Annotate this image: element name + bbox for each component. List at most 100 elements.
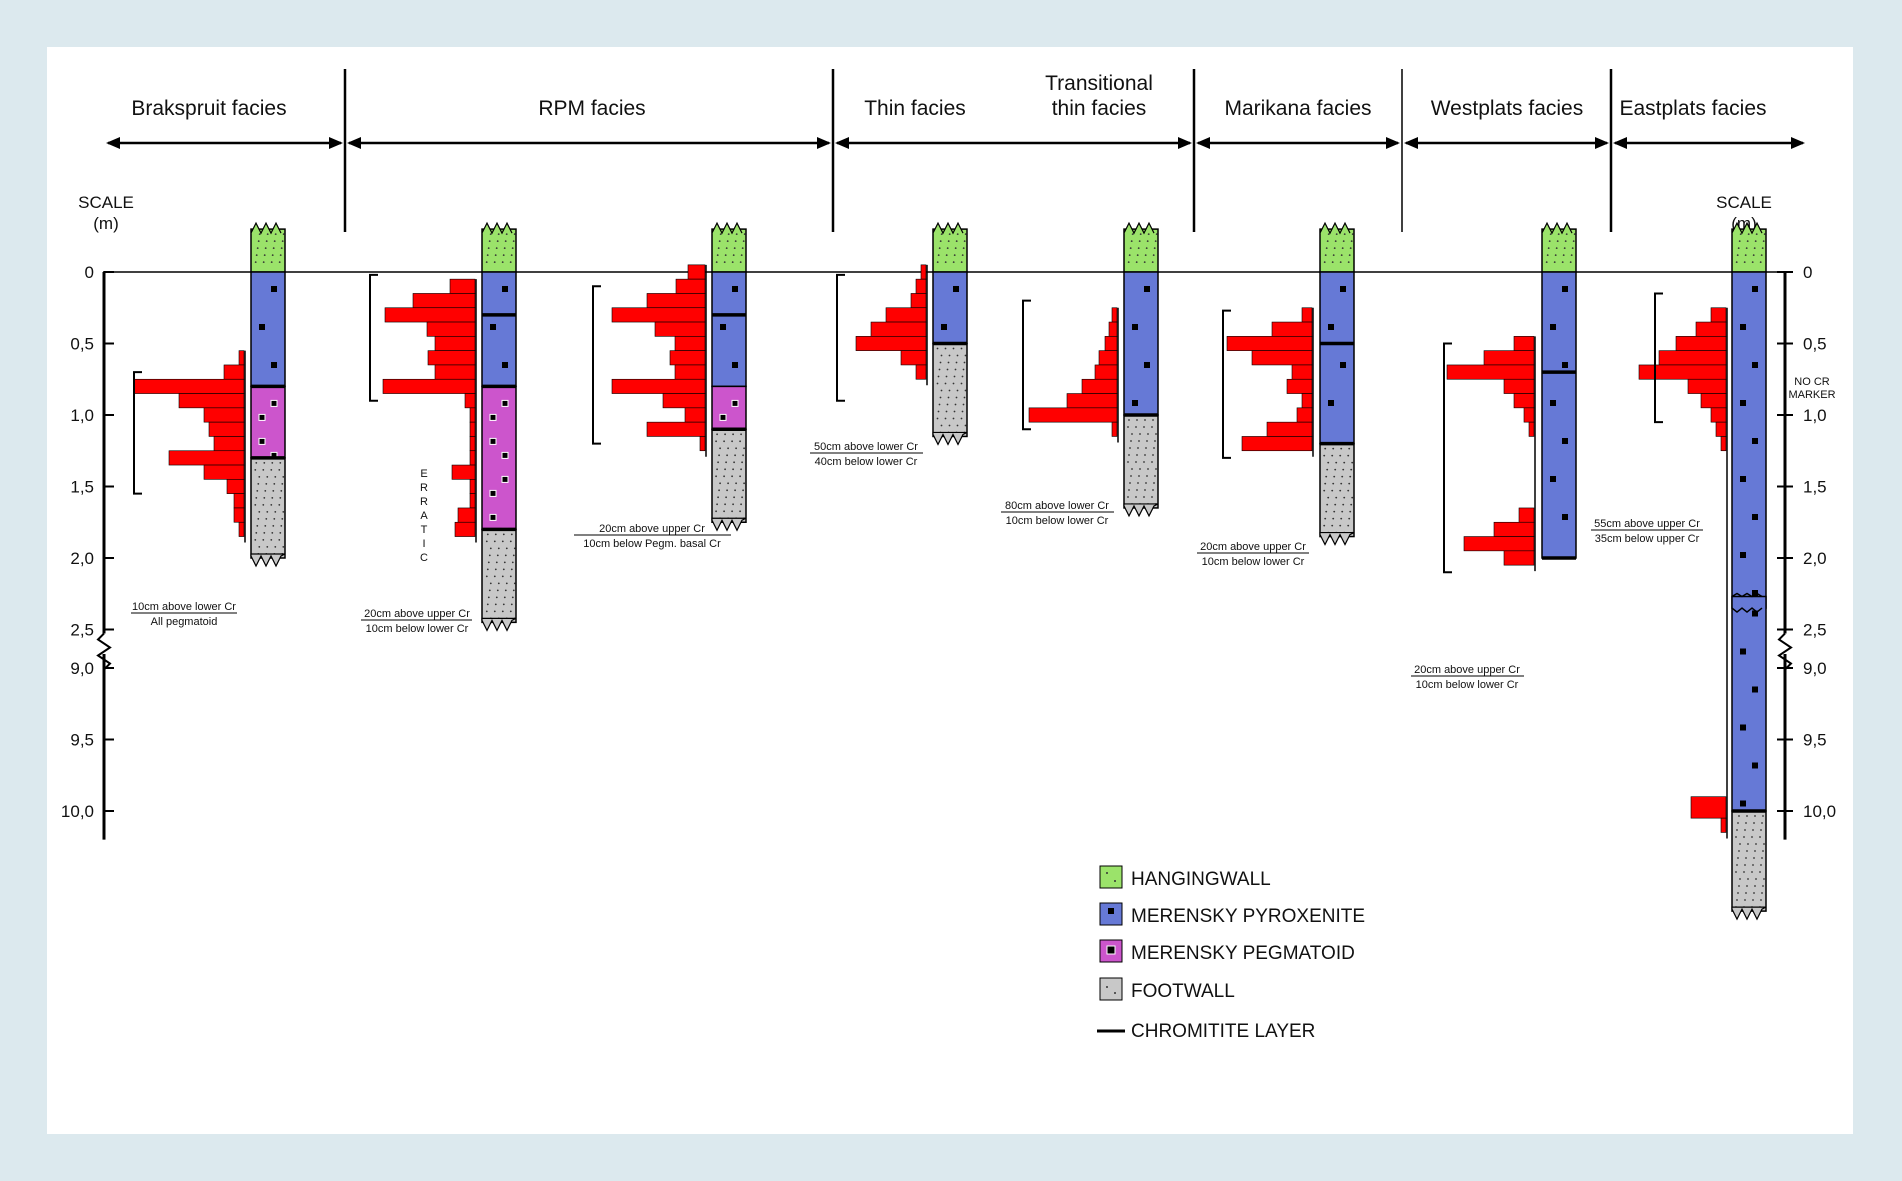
speckle — [1151, 261, 1154, 263]
speckle — [952, 261, 955, 263]
speckle — [505, 547, 508, 550]
grain — [732, 286, 738, 292]
histogram-bar — [223, 364, 245, 380]
speckle — [1155, 433, 1157, 435]
speckle — [1761, 822, 1763, 824]
speckle — [503, 561, 506, 564]
speckle — [725, 247, 728, 250]
speckle — [1348, 447, 1351, 450]
speckle — [495, 561, 498, 564]
speckle — [1348, 254, 1351, 256]
legend-grain — [1106, 945, 1116, 955]
speckle — [1144, 254, 1147, 256]
speckle — [501, 610, 504, 613]
column-pyroxenite — [1541, 271, 1577, 559]
speckle — [1334, 503, 1337, 506]
speckle — [955, 240, 958, 243]
speckle — [1151, 426, 1153, 428]
speckle — [513, 233, 516, 236]
speckle — [1155, 233, 1158, 236]
speckle — [955, 361, 958, 364]
grain — [258, 413, 266, 421]
column-top-jagged — [1731, 221, 1763, 235]
speckle — [278, 504, 281, 506]
speckle — [1349, 247, 1352, 250]
grain — [731, 399, 739, 407]
speckle — [1139, 233, 1142, 236]
speckle — [956, 389, 959, 392]
speckle — [1759, 261, 1762, 263]
grain — [1328, 324, 1334, 330]
speckle — [1340, 447, 1343, 450]
speckle — [1743, 261, 1746, 263]
speckle — [939, 396, 942, 399]
speckle — [719, 482, 721, 485]
speckle — [1760, 899, 1762, 901]
speckle — [938, 368, 941, 371]
histogram-bar — [1446, 364, 1535, 380]
speckle — [953, 410, 956, 413]
speckle — [279, 497, 282, 499]
speckle — [265, 518, 268, 520]
grain — [271, 362, 277, 368]
speckle — [1155, 468, 1157, 470]
speckle — [1563, 247, 1566, 250]
speckle — [962, 403, 965, 406]
speckle — [1739, 843, 1741, 845]
speckle — [282, 476, 285, 478]
grain — [1550, 324, 1556, 330]
speckle — [509, 610, 512, 613]
speckle — [257, 483, 260, 485]
speckle — [255, 532, 258, 534]
histogram-bar — [1638, 364, 1727, 380]
column-top-jagged — [932, 221, 964, 235]
legend-speckle — [1106, 872, 1108, 874]
speckle — [1143, 261, 1146, 263]
speckle — [731, 261, 734, 263]
speckle — [947, 396, 950, 399]
speckle — [743, 482, 745, 485]
speckle — [271, 462, 274, 464]
histogram-bar — [1251, 350, 1313, 366]
speckle — [1146, 440, 1148, 442]
scale-unit-left: (m) — [93, 214, 118, 233]
speckle — [1136, 419, 1138, 421]
speckle — [960, 417, 963, 420]
speckle — [487, 247, 490, 250]
speckle — [1350, 240, 1353, 243]
depth-axes: 00,51,01,52,02,59,09,510,000,51,01,52,02… — [61, 263, 1836, 840]
speckle — [1548, 240, 1551, 243]
speckle — [1154, 475, 1156, 477]
grain — [1752, 590, 1758, 596]
histogram-bar — [1226, 336, 1313, 351]
histogram-bar — [133, 378, 245, 394]
speckle — [716, 503, 718, 506]
histogram-bar — [1695, 321, 1727, 337]
speckle — [1139, 433, 1141, 435]
speckle — [1130, 240, 1133, 243]
speckle — [719, 447, 721, 450]
grain — [1562, 362, 1568, 368]
speckle — [513, 547, 516, 550]
column-top-jagged — [1123, 221, 1155, 235]
facies-arrowhead-left — [835, 137, 849, 149]
speckle — [1138, 240, 1141, 243]
speckle — [940, 424, 943, 427]
column-pegmatoid — [711, 385, 747, 431]
speckle — [726, 489, 728, 492]
speckle — [510, 533, 513, 536]
grain — [1752, 362, 1758, 368]
speckle — [513, 582, 516, 585]
column-hangingwall — [1319, 228, 1355, 273]
speckle — [1746, 850, 1748, 852]
speckle — [258, 511, 261, 513]
speckle — [1129, 247, 1132, 250]
speckle — [1351, 233, 1354, 236]
speckle — [715, 510, 717, 513]
speckle — [715, 261, 718, 263]
column-bottom-jagged — [1319, 531, 1355, 546]
speckle — [266, 476, 269, 478]
axis-tick-label: 9,0 — [70, 659, 94, 678]
speckle — [495, 247, 498, 250]
speckle — [1129, 482, 1131, 484]
